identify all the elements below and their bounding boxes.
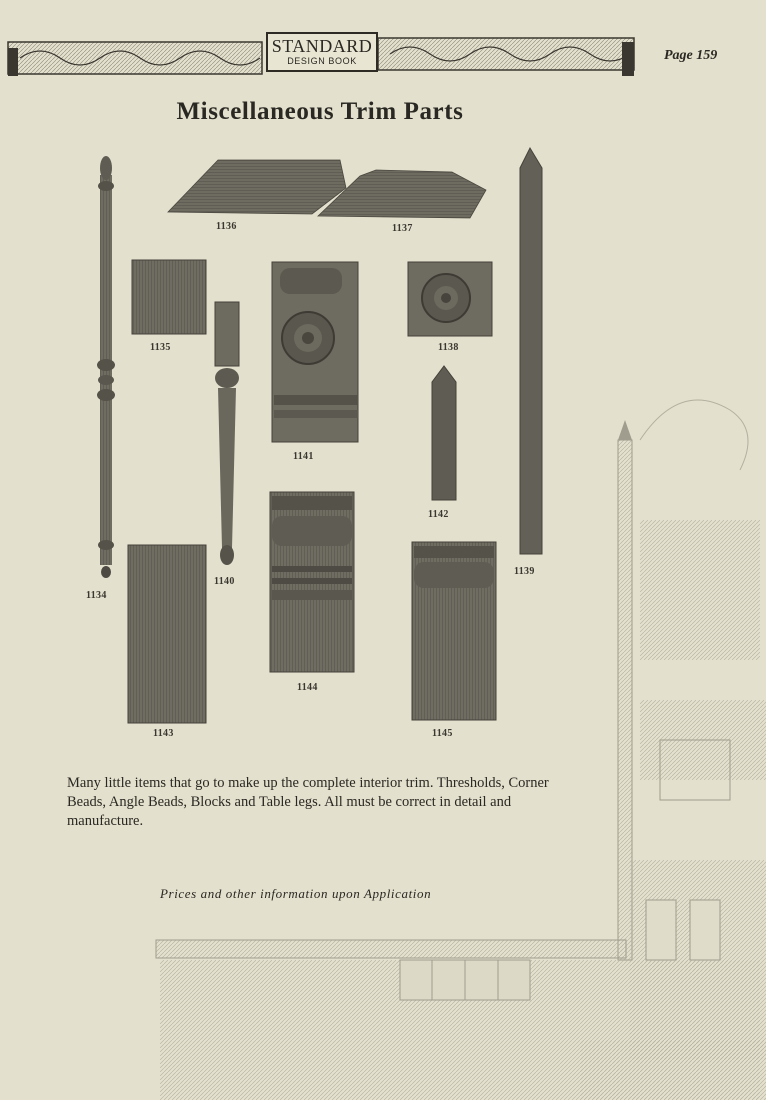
- part-1136-illustration: [167, 159, 347, 215]
- logo-line-1: STANDARD: [271, 36, 373, 56]
- house-illustration: [155, 399, 766, 1100]
- part-label-1143: 1143: [153, 728, 174, 739]
- part-1137-illustration: [317, 169, 487, 219]
- part-1144-illustration: [269, 491, 355, 673]
- part-label-1141: 1141: [293, 451, 314, 462]
- part-1139-illustration: [519, 146, 543, 555]
- part-label-1137: 1137: [392, 223, 413, 234]
- part-1142-illustration: [431, 365, 457, 501]
- part-label-1135: 1135: [150, 342, 171, 353]
- part-label-1134: 1134: [86, 590, 107, 601]
- prices-note: Prices and other information upon Applic…: [160, 886, 432, 901]
- part-label-1139: 1139: [514, 566, 535, 577]
- page-title: Miscellaneous Trim Parts: [176, 98, 464, 125]
- description-paragraph: Many little items that go to make up the…: [67, 775, 549, 829]
- part-label-1144: 1144: [297, 682, 318, 693]
- part-label-1136: 1136: [216, 221, 237, 232]
- part-label-1145: 1145: [432, 728, 453, 739]
- part-1140-illustration: [214, 301, 240, 565]
- logo-line-2: DESIGN BOOK: [287, 56, 357, 66]
- part-label-1140: 1140: [214, 576, 235, 587]
- page-number: Page 159: [664, 48, 718, 63]
- part-label-1142: 1142: [428, 509, 449, 520]
- header-ornament-band: [7, 37, 635, 76]
- part-1145-illustration: [411, 541, 497, 721]
- part-1141-illustration: [271, 261, 359, 443]
- standard-design-book-logo: STANDARD DESIGN BOOK: [266, 32, 378, 72]
- part-1138-illustration: [407, 261, 493, 337]
- part-label-1138: 1138: [438, 342, 459, 353]
- part-1134-illustration: [97, 156, 115, 578]
- part-1143-illustration: [127, 544, 207, 724]
- part-1135-illustration: [131, 259, 207, 335]
